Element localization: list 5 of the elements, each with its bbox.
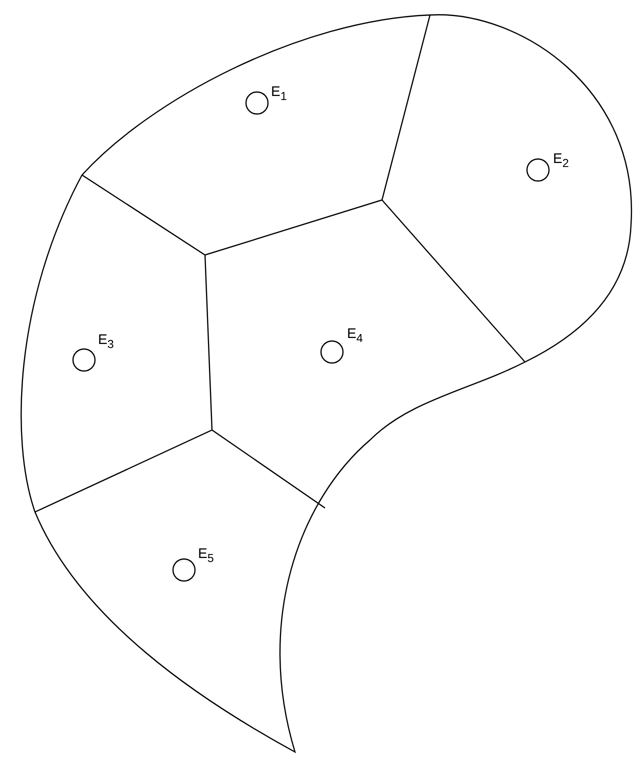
point-label: E$_{1}$ bbox=[271, 84, 287, 102]
point-label: E$_{4}$ bbox=[347, 326, 363, 344]
point-label: E$_{3}$ bbox=[98, 332, 114, 350]
point-label: E$_{2}$ bbox=[553, 151, 569, 170]
point-label: E$_{5}$ bbox=[198, 546, 214, 564]
